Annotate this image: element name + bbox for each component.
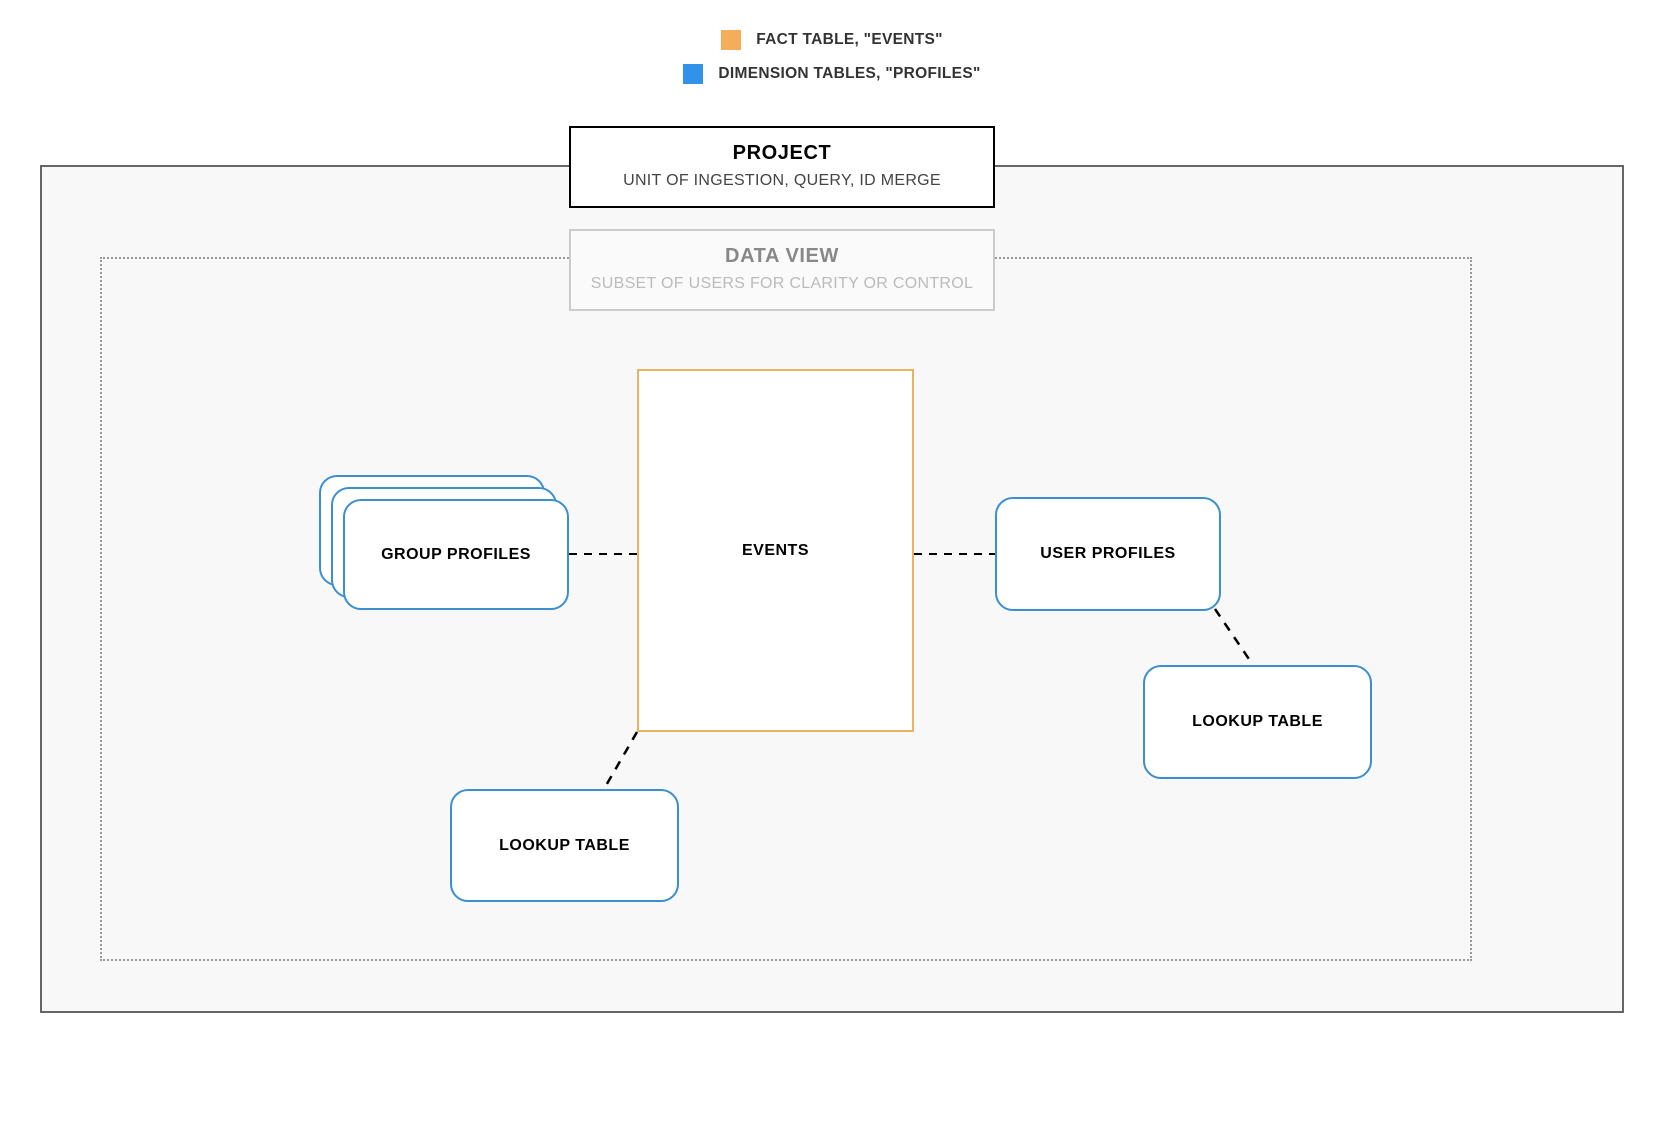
project-title: PROJECT [732,142,832,164]
node-lookup-table-right-label: LOOKUP TABLE [1192,713,1323,730]
node-lookup-table-left[interactable]: LOOKUP TABLE [450,789,679,902]
data-view-title: DATA VIEW [725,245,839,267]
node-user-profiles-label: USER PROFILES [1040,545,1176,562]
data-view-subtitle: SUBSET OF USERS FOR CLARITY OR CONTROL [590,275,974,292]
node-lookup-table-left-label: LOOKUP TABLE [499,836,630,854]
data-view-header-box: DATA VIEW SUBSET OF USERS FOR CLARITY OR… [569,229,995,312]
legend: FACT TABLE, "EVENTS" DIMENSION TABLES, "… [0,30,1664,84]
legend-item-fact-table: FACT TABLE, "EVENTS" [721,30,943,50]
node-group-profiles-label: GROUP PROFILES [381,545,531,563]
legend-item-dimension-tables: DIMENSION TABLES, "PROFILES" [683,64,980,84]
legend-label-fact-table: FACT TABLE, "EVENTS" [756,31,943,48]
blue-square-swatch [683,64,704,84]
node-events[interactable]: EVENTS [637,369,914,732]
node-group-profiles[interactable]: GROUP PROFILES [319,475,569,610]
orange-square-swatch [721,30,742,50]
node-lookup-table-right[interactable]: LOOKUP TABLE [1143,665,1372,779]
legend-label-dimension-tables: DIMENSION TABLES, "PROFILES" [718,65,981,82]
project-header-box: PROJECT UNIT OF INGESTION, QUERY, ID MER… [569,126,995,209]
node-user-profiles[interactable]: USER PROFILES [995,497,1221,611]
node-group-profiles-card-front[interactable]: GROUP PROFILES [343,499,569,610]
node-events-label: EVENTS [741,541,809,559]
project-subtitle: UNIT OF INGESTION, QUERY, ID MERGE [623,172,941,189]
